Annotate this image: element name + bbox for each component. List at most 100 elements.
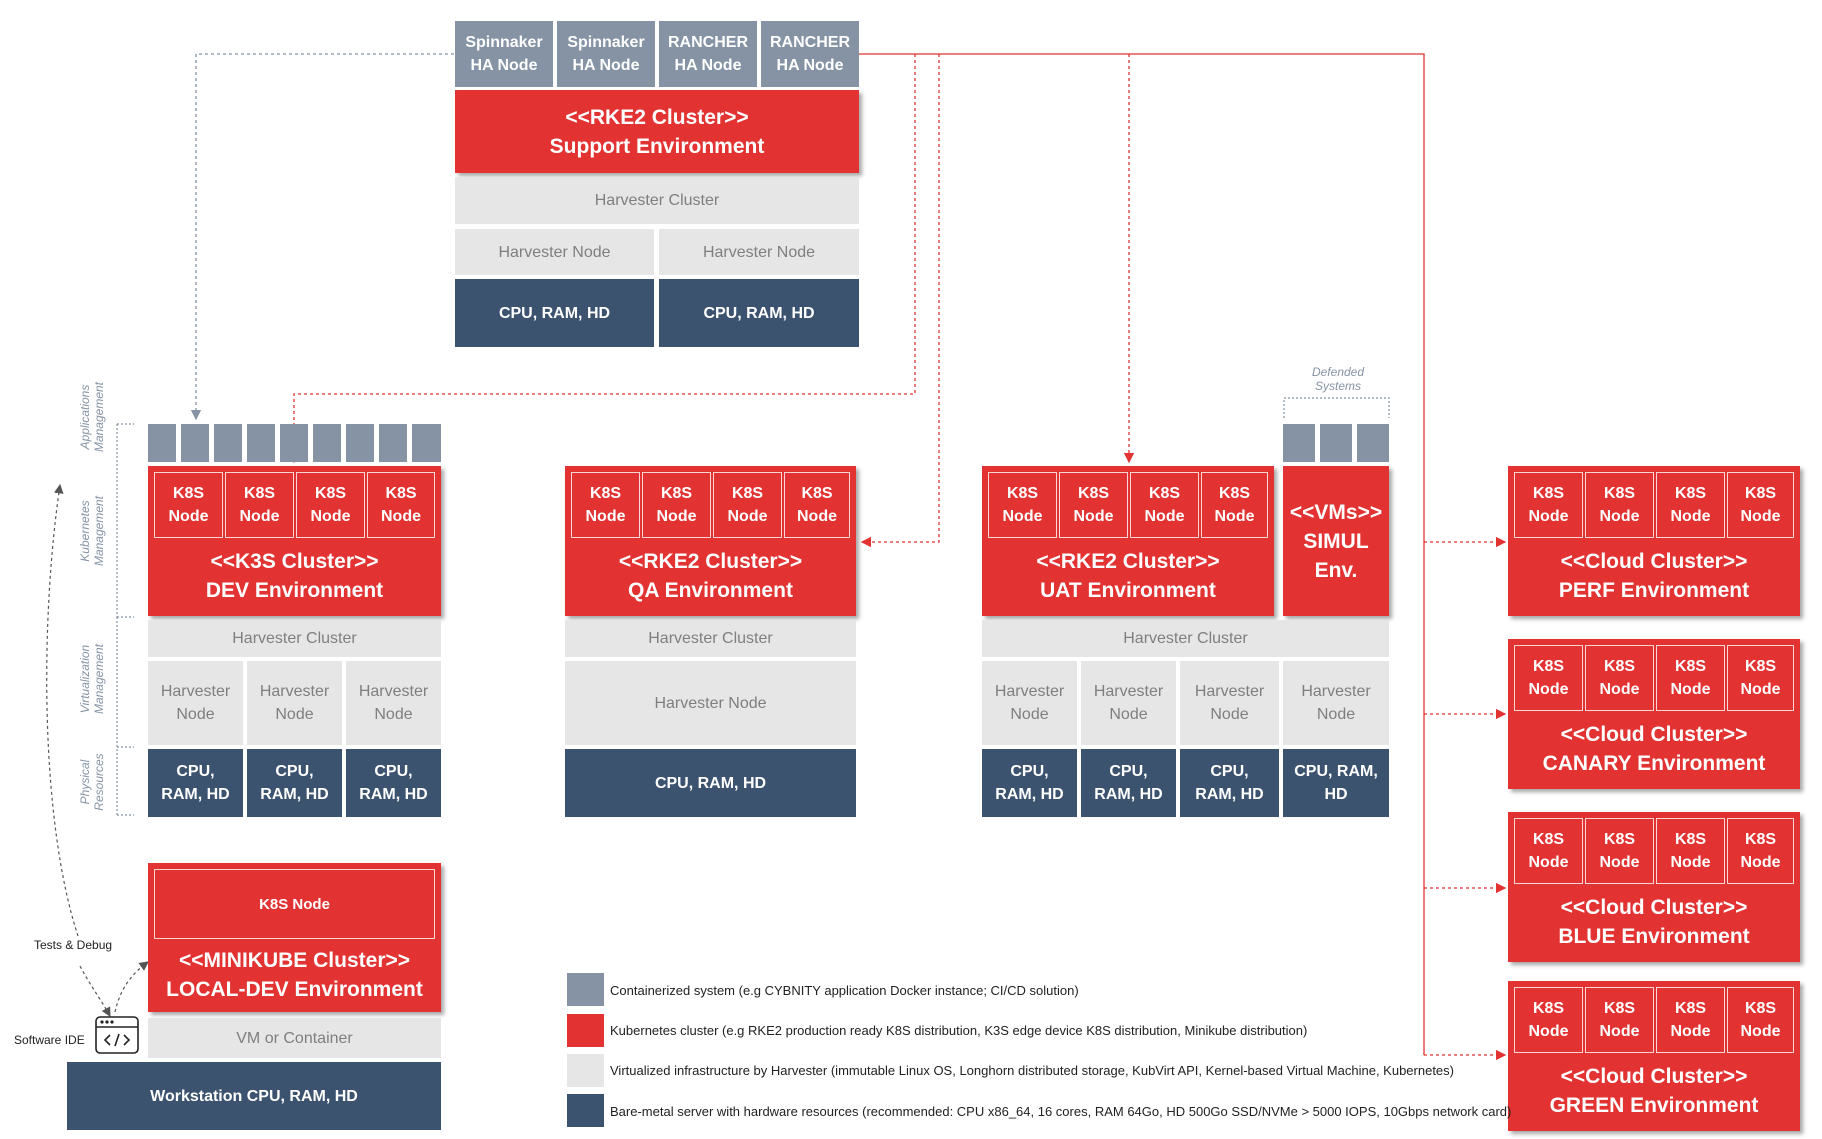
support-harvester-node-2: Harvester Node: [659, 229, 859, 275]
rancher-ha-node-1: RANCHER HA Node: [659, 21, 757, 87]
green-cluster: K8S Node K8S Node K8S Node K8S Node <<Cl…: [1508, 981, 1800, 1131]
dev-harvester-node-1: Harvester Node: [148, 661, 243, 745]
defended-systems-label: Defended Systems: [1311, 365, 1365, 393]
support-hardware-1: CPU, RAM, HD: [455, 279, 654, 347]
dev-app-3: [214, 424, 242, 462]
simul-app-3: [1357, 424, 1389, 462]
qa-harvester-cluster: Harvester Cluster: [565, 620, 856, 657]
uat-cluster: K8S Node K8S Node K8S Node K8S Node <<RK…: [982, 466, 1274, 616]
qa-k8s-node-1: K8S Node: [571, 472, 640, 538]
qa-cluster: K8S Node K8S Node K8S Node K8S Node <<RK…: [565, 466, 856, 616]
uat-harvester-cluster: Harvester Cluster: [982, 620, 1389, 657]
ide-to-layers-connector: [46, 483, 79, 937]
blue-cluster-label: <<Cloud Cluster>> BLUE Environment: [1558, 896, 1750, 948]
uat-k8s-node-3: K8S Node: [1130, 472, 1199, 538]
dev-app-9: [412, 424, 441, 462]
dev-k8s-node-4: K8S Node: [367, 472, 435, 538]
support-hardware-2: CPU, RAM, HD: [659, 279, 859, 347]
simul-app-2: [1320, 424, 1352, 462]
perf-k8s-node-1: K8S Node: [1514, 472, 1583, 538]
canary-k8s-node-2: K8S Node: [1585, 645, 1654, 711]
software-ide-label: Software IDE: [14, 1033, 85, 1047]
perf-k8s-node-4: K8S Node: [1727, 472, 1794, 538]
dev-app-1: [148, 424, 176, 462]
support-harvester-node-1: Harvester Node: [455, 229, 654, 275]
tests-debug-label: Tests & Debug: [34, 938, 113, 952]
qa-k8s-node-3: K8S Node: [713, 472, 782, 538]
dev-k8s-node-1: K8S Node: [154, 472, 223, 538]
dev-cluster-label: <<K3S Cluster>> DEV Environment: [205, 550, 384, 602]
uat-harvester-node-4: Harvester Node: [1283, 661, 1389, 745]
uat-hardware-2: CPU, RAM, HD: [1081, 749, 1176, 817]
uat-k8s-node-2: K8S Node: [1059, 472, 1128, 538]
dev-app-2: [181, 424, 209, 462]
green-k8s-node-4: K8S Node: [1727, 987, 1794, 1053]
dev-app-4: [247, 424, 275, 462]
uat-hardware-1: CPU, RAM, HD: [982, 749, 1077, 817]
simul-vms: <<VMs>> SIMUL Env.: [1283, 466, 1389, 616]
uat-k8s-node-1: K8S Node: [988, 472, 1057, 538]
dev-cluster: K8S Node K8S Node K8S Node K8S Node <<K3…: [148, 466, 441, 616]
qa-k8s-node-2: K8S Node: [642, 472, 711, 538]
canary-k8s-node-1: K8S Node: [1514, 645, 1583, 711]
perf-cluster: K8S Node K8S Node K8S Node K8S Node <<Cl…: [1508, 466, 1800, 616]
workstation-hardware: Workstation CPU, RAM, HD: [67, 1062, 441, 1130]
code-window-icon: [95, 1016, 139, 1054]
dev-k8s-node-2: K8S Node: [225, 472, 294, 538]
qa-k8s-node-4: K8S Node: [784, 472, 850, 538]
legend-container-swatch: [567, 973, 604, 1006]
perf-cluster-label: <<Cloud Cluster>> PERF Environment: [1558, 550, 1750, 602]
canary-cluster-label: <<Cloud Cluster>> CANARY Environment: [1542, 723, 1766, 775]
uat-cluster-label: <<RKE2 Cluster>> UAT Environment: [1036, 550, 1220, 602]
legend-kubernetes-swatch: [567, 1014, 604, 1047]
uat-k8s-node-4: K8S Node: [1201, 472, 1268, 538]
layer-kubernetes-label: Kubernetes Management: [78, 495, 106, 567]
support-to-qa-connector: [860, 54, 940, 548]
uat-hardware-3: CPU, RAM, HD: [1180, 749, 1279, 817]
perf-k8s-node-2: K8S Node: [1585, 472, 1654, 538]
spinnaker-ha-node-1: Spinnaker HA Node: [455, 21, 553, 87]
legend-kubernetes-text: Kubernetes cluster (e.g RKE2 production …: [610, 1023, 1308, 1038]
support-cluster: <<RKE2 Cluster>> Support Environment: [455, 90, 859, 173]
canary-k8s-node-4: K8S Node: [1727, 645, 1794, 711]
support-harvester-cluster: Harvester Cluster: [455, 177, 859, 224]
blue-k8s-node-2: K8S Node: [1585, 818, 1654, 884]
green-k8s-node-2: K8S Node: [1585, 987, 1654, 1053]
dev-hardware-3: CPU, RAM, HD: [346, 749, 441, 817]
uat-harvester-node-3: Harvester Node: [1180, 661, 1279, 745]
perf-k8s-node-3: K8S Node: [1656, 472, 1725, 538]
dev-harvester-node-3: Harvester Node: [346, 661, 441, 745]
legend-virtualization-text: Virtualized infrastructure by Harvester …: [610, 1063, 1454, 1078]
simul-app-1: [1283, 424, 1315, 462]
local-cluster-label: <<MINIKUBE Cluster>> LOCAL-DEV Environme…: [166, 949, 423, 1001]
canary-cluster: K8S Node K8S Node K8S Node K8S Node <<Cl…: [1508, 639, 1800, 789]
blue-k8s-node-3: K8S Node: [1656, 818, 1725, 884]
dev-k8s-node-3: K8S Node: [296, 472, 365, 538]
local-cluster: K8S Node <<MINIKUBE Cluster>> LOCAL-DEV …: [148, 863, 441, 1012]
support-top-connector: [859, 53, 1425, 1055]
ide-to-cluster-connector: [114, 961, 149, 1013]
dev-harvester-cluster: Harvester Cluster: [148, 620, 441, 657]
green-k8s-node-1: K8S Node: [1514, 987, 1583, 1053]
green-k8s-node-3: K8S Node: [1656, 987, 1725, 1053]
dev-app-5: [280, 424, 308, 462]
uat-hardware-4: CPU, RAM, HD: [1283, 749, 1389, 817]
layer-physical-label: Physical Resources: [78, 753, 106, 811]
canary-k8s-node-3: K8S Node: [1656, 645, 1725, 711]
dev-app-7: [346, 424, 374, 462]
dev-hardware-1: CPU, RAM, HD: [148, 749, 243, 817]
dev-app-6: [313, 424, 341, 462]
green-cluster-label: <<Cloud Cluster>> GREEN Environment: [1549, 1065, 1759, 1117]
legend-virtualization-swatch: [567, 1054, 604, 1087]
uat-harvester-node-2: Harvester Node: [1081, 661, 1176, 745]
dev-hardware-2: CPU, RAM, HD: [247, 749, 342, 817]
blue-k8s-node-4: K8S Node: [1727, 818, 1794, 884]
blue-k8s-node-1: K8S Node: [1514, 818, 1583, 884]
qa-harvester-node: Harvester Node: [565, 661, 856, 745]
rancher-ha-node-2: RANCHER HA Node: [761, 21, 859, 87]
tests-to-ide-connector: [79, 965, 111, 1018]
blue-cluster: K8S Node K8S Node K8S Node K8S Node <<Cl…: [1508, 812, 1800, 962]
dev-harvester-node-2: Harvester Node: [247, 661, 342, 745]
qa-hardware: CPU, RAM, HD: [565, 749, 856, 817]
